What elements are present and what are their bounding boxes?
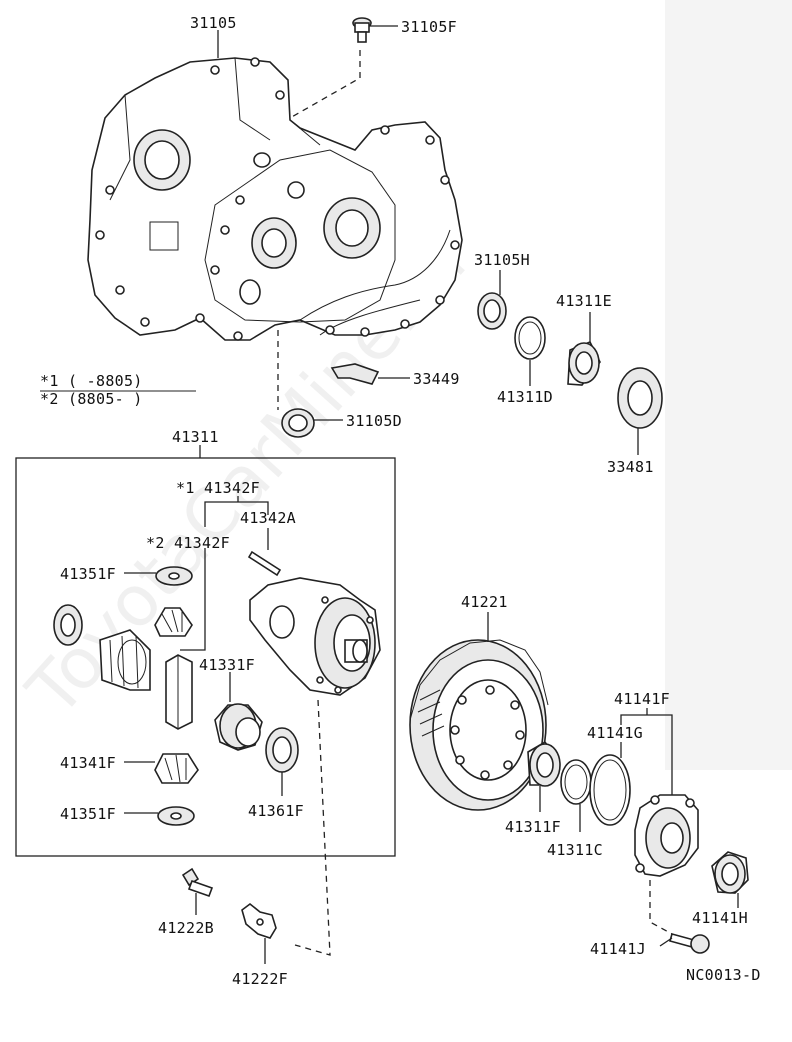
background-panel bbox=[665, 0, 792, 770]
side-gear-washer-41361F[interactable] bbox=[265, 727, 299, 773]
pin-41342A[interactable] bbox=[247, 550, 282, 577]
oil-seal-31105D[interactable] bbox=[281, 408, 315, 438]
differential-assembly-box bbox=[15, 457, 396, 857]
label-41141J: 41141J bbox=[590, 940, 646, 958]
oil-seal-33481[interactable] bbox=[617, 367, 663, 429]
label-41342F-1: *1 41342F bbox=[176, 479, 260, 497]
lock-plate-41222F[interactable] bbox=[241, 902, 277, 939]
label-41311: 41311 bbox=[172, 428, 219, 446]
ring-gear-41221[interactable] bbox=[409, 639, 549, 811]
label-31105D: 31105D bbox=[346, 412, 402, 430]
thrust-washer-41351F-bottom[interactable] bbox=[157, 806, 195, 826]
label-41141F: 41141F bbox=[614, 690, 670, 708]
pinion-gear-top[interactable] bbox=[154, 607, 193, 637]
label-41351F-top: 41351F bbox=[60, 565, 116, 583]
note-1: *1 ( -8805) bbox=[40, 372, 143, 390]
label-31105F: 31105F bbox=[401, 18, 457, 36]
bolt-41141J[interactable] bbox=[669, 933, 710, 954]
o-ring-41141G[interactable] bbox=[589, 754, 631, 826]
label-41311D: 41311D bbox=[497, 388, 553, 406]
bolt-31105F[interactable] bbox=[352, 17, 372, 43]
side-gear-washer-left[interactable] bbox=[53, 604, 83, 646]
diagram-code: NC0013-D bbox=[686, 966, 761, 984]
label-41311C: 41311C bbox=[547, 841, 603, 859]
side-gear-left[interactable] bbox=[99, 629, 151, 691]
bolt-41222B[interactable] bbox=[181, 867, 214, 898]
label-41222B: 41222B bbox=[158, 919, 214, 937]
transaxle-case-31105[interactable] bbox=[87, 57, 463, 341]
magnet-33449[interactable] bbox=[330, 363, 380, 385]
label-41351F-bottom: 41351F bbox=[60, 805, 116, 823]
label-41361F: 41361F bbox=[248, 802, 304, 820]
oil-seal-31105H[interactable] bbox=[477, 292, 507, 330]
label-41342F-2: *2 41342F bbox=[146, 534, 230, 552]
label-41311E: 41311E bbox=[556, 292, 612, 310]
label-41141G: 41141G bbox=[587, 724, 643, 742]
note-2: *2 (8805- ) bbox=[40, 390, 143, 408]
thrust-washer-41351F-top[interactable] bbox=[155, 566, 193, 586]
label-31105: 31105 bbox=[190, 14, 237, 32]
differential-case[interactable] bbox=[249, 577, 381, 696]
speedometer-drive-gear-41331F[interactable] bbox=[214, 703, 263, 751]
bearing-41311E[interactable] bbox=[567, 340, 601, 386]
bearing-41311F[interactable] bbox=[527, 740, 561, 787]
label-33481: 33481 bbox=[607, 458, 654, 476]
label-41331F: 41331F bbox=[199, 656, 255, 674]
label-41342A: 41342A bbox=[240, 509, 296, 527]
label-41311F: 41311F bbox=[505, 818, 561, 836]
label-31105H: 31105H bbox=[474, 251, 530, 269]
shim-41311D[interactable] bbox=[514, 316, 546, 360]
label-41221: 41221 bbox=[461, 593, 508, 611]
oil-seal-41141H[interactable] bbox=[711, 851, 749, 894]
label-41222F: 41222F bbox=[232, 970, 288, 988]
label-41341F: 41341F bbox=[60, 754, 116, 772]
label-33449: 33449 bbox=[413, 370, 460, 388]
pinion-shaft-41342F[interactable] bbox=[165, 654, 193, 730]
pinion-gear-41341F[interactable] bbox=[154, 753, 199, 784]
bearing-retainer-41141F[interactable] bbox=[634, 794, 699, 877]
label-41141H: 41141H bbox=[692, 909, 748, 927]
shim-41311C[interactable] bbox=[560, 759, 592, 805]
